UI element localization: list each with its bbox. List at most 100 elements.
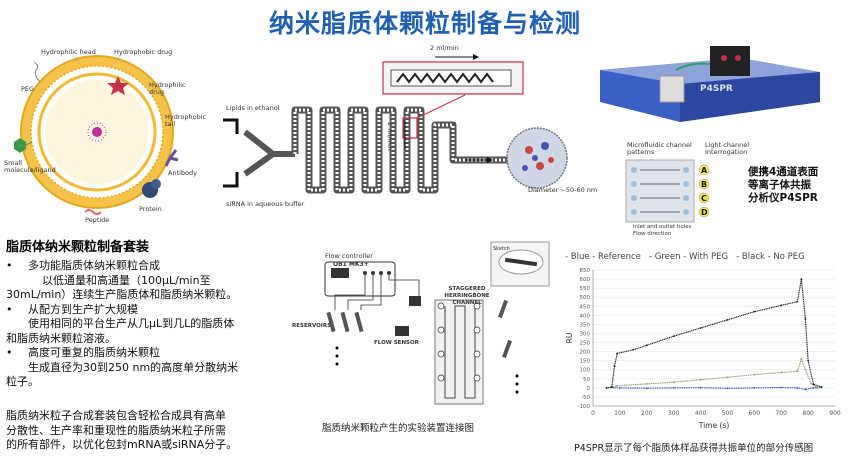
bullet-line: 使用相同的平台生产从几μL到几L的脂质体: [28, 317, 235, 330]
data-point: [796, 370, 799, 373]
light-interrogation-label: Light channel Interrogation: [705, 141, 750, 156]
chart-legend: - Blue - Reference - Green - With PEG - …: [565, 252, 845, 262]
data-point: [605, 386, 608, 389]
channel-letters: A B C D: [701, 164, 709, 220]
paragraph-line: 脂质纳米粒子合成套装包含轻松合成具有高单: [6, 409, 226, 422]
hydrophilic-drug-label: Hydrophilic drug: [149, 81, 186, 96]
antibody-icon: [164, 149, 179, 167]
y-tick-label: 100: [580, 368, 591, 374]
legend-green: - Green - With PEG: [648, 252, 729, 262]
liposome-diagram: [14, 53, 179, 215]
bullet-dot: •: [6, 346, 13, 359]
bullet-line: 30mL/min）连续生产脂质体和脂质纳米颗粒。: [6, 288, 238, 301]
p4spr-instrument: [600, 46, 820, 122]
legend-blue: - Blue - Reference: [565, 252, 641, 262]
y-tick-label: 0: [587, 386, 591, 392]
legend-black: - Black - No PEG: [736, 252, 805, 262]
instrument-brand: P4SPR: [700, 84, 733, 94]
data-point: [726, 318, 729, 321]
y-tick-label: -50: [581, 395, 590, 401]
kit-heading: 脂质体纳米颗粒制备套装: [6, 240, 150, 255]
y-tick-label: 650: [580, 268, 591, 274]
y-tick-label: 50: [583, 377, 590, 383]
flow-rate-v-label: 2 ml/min: [386, 122, 394, 151]
flow-rate-h-label: 2 ml/min: [430, 44, 459, 52]
channel-c: C: [701, 194, 707, 203]
y-tick-label: 500: [580, 295, 591, 301]
instrument-desc-line: 分析仪P4SPR: [748, 192, 818, 204]
channel-a: A: [701, 166, 708, 175]
y-tick-label: 400: [580, 313, 591, 319]
x-tick-label: 900: [829, 410, 841, 417]
x-tick-label: 700: [775, 410, 787, 417]
data-point: [618, 386, 621, 389]
flow-sensor-label: FLOW SENSOR: [374, 340, 419, 346]
data-point: [645, 344, 648, 347]
bullet-line: 多功能脂质体纳米颗粒合成: [28, 259, 160, 272]
data-point: [796, 300, 799, 303]
data-point: [780, 304, 783, 307]
data-point: [672, 381, 675, 383]
channel-b-icon: [698, 178, 710, 190]
hydrophilic-drug-icon: [92, 127, 102, 137]
bullet-line: 高度可重复的脂质纳米颗粒: [28, 346, 160, 359]
kit-bullet: •高度可重复的脂质纳米颗粒 生成直径为30到250 nm的高度单分散纳米 粒子。: [6, 346, 306, 390]
y-tick-label: -100: [578, 404, 591, 410]
protein-label: Protein: [139, 205, 162, 213]
series-line-1: [606, 357, 822, 389]
channel-panel: [625, 159, 710, 223]
diameter-label: Diameter ~50-60 nm: [528, 186, 598, 194]
bullet-line: 和脂质纳米颗粒溶液。: [6, 331, 116, 345]
peg-icon: [33, 61, 41, 83]
flow-controller-label: Flow controller: [325, 252, 373, 260]
data-point: [809, 382, 812, 385]
channel-d-icon: [698, 206, 710, 218]
peptide-label: Peptide: [85, 216, 110, 224]
legend-inlet: Inlet and outlet holes: [633, 224, 692, 230]
hydrophobic-drug-label: Hydrophobic drug: [114, 48, 173, 56]
x-tick-label: 400: [695, 410, 707, 417]
channel-patterns-label: Microfluidic channel patterns: [627, 141, 692, 156]
data-point: [753, 386, 756, 389]
setup-caption: 脂质纳米颗粒产生的实验装置连接图: [322, 423, 475, 434]
data-point: [753, 373, 756, 376]
reservoirs-label: RESERVOIRS: [292, 323, 332, 329]
flow-sensor-device: [395, 326, 409, 336]
paragraph-line: 的所有部件，以优化包封mRNA或siRNA分子。: [6, 438, 238, 451]
data-point: [699, 386, 702, 389]
data-point: [804, 388, 807, 391]
y-tick-label: 200: [580, 350, 591, 356]
y-tick-label: 300: [580, 331, 591, 337]
inlet-arrow-icon: [223, 118, 239, 134]
bullet-line: 生成直径为30到250 nm的高度单分散纳米: [28, 360, 239, 374]
hydrophobic-drug-icon: [107, 76, 129, 95]
data-point: [616, 384, 619, 387]
lipids-label: Lipids in ethanol: [226, 104, 280, 112]
channel-b: B: [701, 180, 708, 189]
kit-bullets: •多功能脂质体纳米颗粒合成 以低通量和高通量（100μL/min至 30mL/m…: [6, 259, 306, 390]
instrument-description: 便携4通道表面 等离子体共振 分析仪P4SPR: [748, 166, 818, 205]
data-point: [800, 278, 803, 280]
small-molecule-icon: [14, 138, 26, 153]
data-point: [645, 387, 648, 390]
data-point: [820, 386, 823, 388]
peg-label: PEG: [21, 85, 35, 93]
kit-paragraph: 脂质纳米粒子合成套装包含轻松合成具有高单 分散性、生产率和重现性的脂质纳米粒子所…: [6, 409, 306, 453]
x-tick-label: 300: [668, 410, 680, 417]
zoom-label: Sketch: [493, 246, 510, 252]
x-tick-label: 500: [722, 410, 734, 417]
page-title: 纳米脂质体颗粒制备与检测: [268, 9, 581, 38]
antibody-label: Antibody: [168, 169, 197, 177]
light-source-block: [710, 46, 750, 76]
data-point: [726, 387, 729, 390]
data-point: [699, 378, 702, 381]
herringbone-label: STAGGERED HERRINGBONE CHANNEL: [444, 286, 490, 306]
data-point: [610, 386, 613, 388]
channel-c-icon: [698, 192, 710, 204]
x-tick-label: 600: [749, 410, 761, 417]
instrument-desc-line: 等离子体共振: [748, 179, 811, 191]
instrument-desc-line: 便携4通道表面: [748, 166, 819, 178]
sirna-label: siRNA in aqueous buffer: [226, 200, 305, 208]
spr-sensorgram-chart: -100-50050100150200250300350400450500550…: [565, 268, 841, 430]
y-tick-label: 350: [580, 322, 591, 328]
